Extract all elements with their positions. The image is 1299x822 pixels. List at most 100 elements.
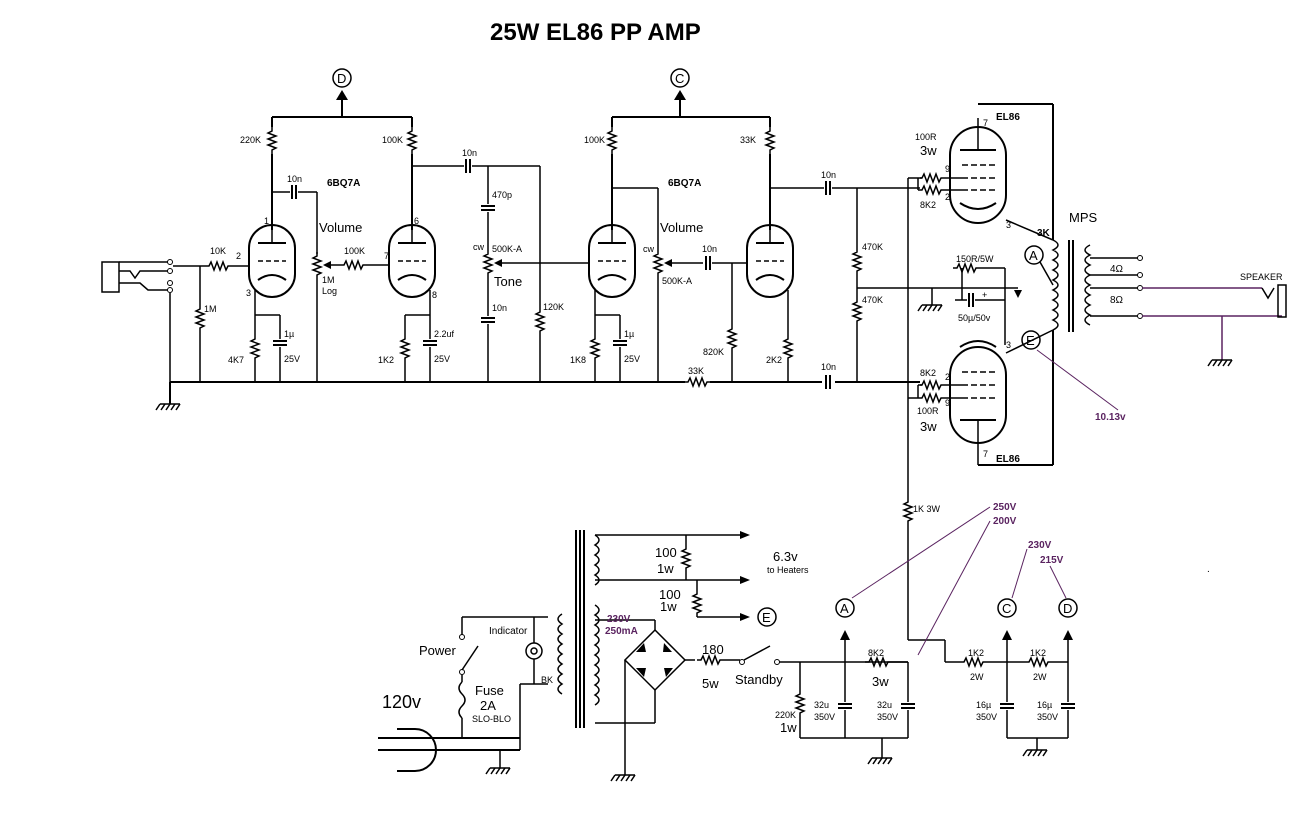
pot-log-label: Log xyxy=(322,286,337,296)
r-180-label: 180 xyxy=(702,642,724,657)
r-1m-label: 1M xyxy=(204,304,217,314)
heater-w1-label: 1w xyxy=(657,561,674,576)
mains-input: 120v Power Fuse 2A SLO-BLO Indicator BK xyxy=(378,616,553,775)
r-220k-label: 220K xyxy=(240,135,261,145)
r-8k2-b-label: 8K2 xyxy=(920,368,936,378)
power-switch-label[interactable]: Power xyxy=(419,643,457,658)
output-transformer: 3K MPS A E 10.13v 4Ω 8Ω xyxy=(1021,210,1143,423)
tap-4ohm-label: 4Ω xyxy=(1110,264,1124,275)
bk-label: BK xyxy=(541,675,553,685)
speaker-output: SPEAKER xyxy=(1142,272,1287,367)
node-e-bottom-label: E xyxy=(762,610,771,625)
tone-stack: 10n 470p cw 500K-A Tone 10n 120K xyxy=(412,148,580,382)
c-10n-a-label: 10n xyxy=(287,174,302,184)
heater-to-label: to Heaters xyxy=(767,565,809,575)
c-350v-b-label: 350V xyxy=(877,712,898,722)
pin-3-top-label: 3 xyxy=(1006,220,1011,230)
standby-label[interactable]: Standby xyxy=(735,672,783,687)
c-350v-a-label: 350V xyxy=(814,712,835,722)
r-100k-a-label: 100K xyxy=(382,135,403,145)
r-2w-b-label: 2W xyxy=(1033,672,1047,682)
voltage-250-label: 250V xyxy=(993,502,1017,513)
tube-v1b: 6 7 8 xyxy=(384,216,437,300)
mains-120v-label: 120v xyxy=(382,692,421,712)
node-d-label: D xyxy=(337,71,346,86)
pin-6-label: 6 xyxy=(414,216,419,226)
voltage-1013-label: 10.13v xyxy=(1095,412,1126,423)
c-10n-c-label: 10n xyxy=(492,303,507,313)
stray-dot: . xyxy=(1207,564,1210,575)
c-10n-b-label: 10n xyxy=(462,148,477,158)
r-1k3w-label: 1K 3W xyxy=(913,504,941,514)
heater-r1-label: 100 xyxy=(655,545,677,560)
r-8k2-a-label: 8K2 xyxy=(920,200,936,210)
pin-2-top-label: 2 xyxy=(945,192,950,202)
r-1k8-label: 1K8 xyxy=(570,355,586,365)
pin-9-top-label: 9 xyxy=(945,164,950,174)
c-16u-b-label: 16µ xyxy=(1037,700,1052,710)
r-100r-b-label: 100R xyxy=(917,406,939,416)
heater-r2-label: 100 xyxy=(659,587,681,602)
voltage-215-label: 215V xyxy=(1040,555,1064,566)
c-16u-a-label: 16µ xyxy=(976,700,991,710)
r-100r-a-label: 100R xyxy=(915,132,937,142)
r-2k2-label: 2K2 xyxy=(766,355,782,365)
tube-6bq7a-right-label: 6BQ7A xyxy=(668,178,701,189)
r-150r-label: 150R/5W xyxy=(956,254,994,264)
volume-2-label: Volume xyxy=(660,220,703,235)
r-33k-b-label: 33K xyxy=(688,366,704,376)
r-3w-a-label: 3w xyxy=(920,143,937,158)
pot-1m-label: 1M xyxy=(322,275,335,285)
r-8k2-c-label: 8K2 xyxy=(868,648,884,658)
c-32u-a-label: 32u xyxy=(814,700,829,710)
c-470p-label: 470p xyxy=(492,190,512,200)
r-1k2-c-label: 1K2 xyxy=(1030,648,1046,658)
indicator-label: Indicator xyxy=(489,626,528,637)
tube-6bq7a-left-label: 6BQ7A xyxy=(327,178,360,189)
voltage-callouts: 250V 200V 230V 215V . xyxy=(851,502,1210,656)
r-470k-b-label: 470K xyxy=(862,295,883,305)
cw-2-label: cw xyxy=(643,244,655,254)
cw-1-label: cw xyxy=(473,242,485,252)
pin-7-top-label: 7 xyxy=(983,118,988,128)
r-820k-label: 820K xyxy=(703,347,724,357)
pin-2-label: 2 xyxy=(236,251,241,261)
node-d-bottom-label: D xyxy=(1063,601,1072,616)
pin-8-label: 8 xyxy=(432,290,437,300)
speaker-label: SPEAKER xyxy=(1240,272,1283,282)
sec-v-label: 230V xyxy=(607,614,631,625)
r-5w-label: 5w xyxy=(702,676,719,691)
c-50u-label: 50µ/50v xyxy=(958,313,991,323)
bplus-filter: 220K 1w 32u 350V A 8K2 3w 32u 350V 1K2 2… xyxy=(775,598,1078,765)
voltage-230-label: 230V xyxy=(1028,540,1052,551)
c-25v-b-label: 25V xyxy=(434,354,450,364)
r-1k2-b-label: 1K2 xyxy=(968,648,984,658)
c-350v-d-label: 350V xyxy=(1037,712,1058,722)
volume-1-label: Volume xyxy=(319,220,362,235)
r-120k-label: 120K xyxy=(543,302,564,312)
ground-bus xyxy=(155,377,920,411)
tube-el86-top-label: EL86 xyxy=(996,112,1020,123)
r-1k2-a-label: 1K2 xyxy=(378,355,394,365)
node-c-bottom-label: C xyxy=(1002,601,1011,616)
pin-3-label: 3 xyxy=(246,288,251,298)
output-coupling: 10n 10n 470K 470K xyxy=(770,170,1022,390)
fuse-amp-label: 2A xyxy=(480,698,496,713)
heater-v-label: 6.3v xyxy=(773,549,798,564)
tube-el86-bottom xyxy=(949,340,1007,465)
node-a-top-label: A xyxy=(1029,248,1038,263)
c-25v-a-label: 25V xyxy=(284,354,300,364)
c-10n-f-label: 10n xyxy=(821,362,836,372)
stage-1: D 220K 100K 10n 6BQ7A 1 2 3 10K xyxy=(195,68,455,382)
r-100k-b-label: 100K xyxy=(584,135,605,145)
r-4k7-label: 4K7 xyxy=(228,355,244,365)
c-10n-e-label: 10n xyxy=(821,170,836,180)
node-e-label: E xyxy=(1026,333,1035,348)
tube-el86-bottom-label: EL86 xyxy=(996,454,1020,465)
tube-el86-top xyxy=(949,118,1007,224)
r-220k-b-label: 220K xyxy=(775,710,796,720)
tube-v1a: 1 2 3 xyxy=(236,216,296,298)
r-470k-a-label: 470K xyxy=(862,242,883,252)
tube-v2b xyxy=(746,224,794,298)
